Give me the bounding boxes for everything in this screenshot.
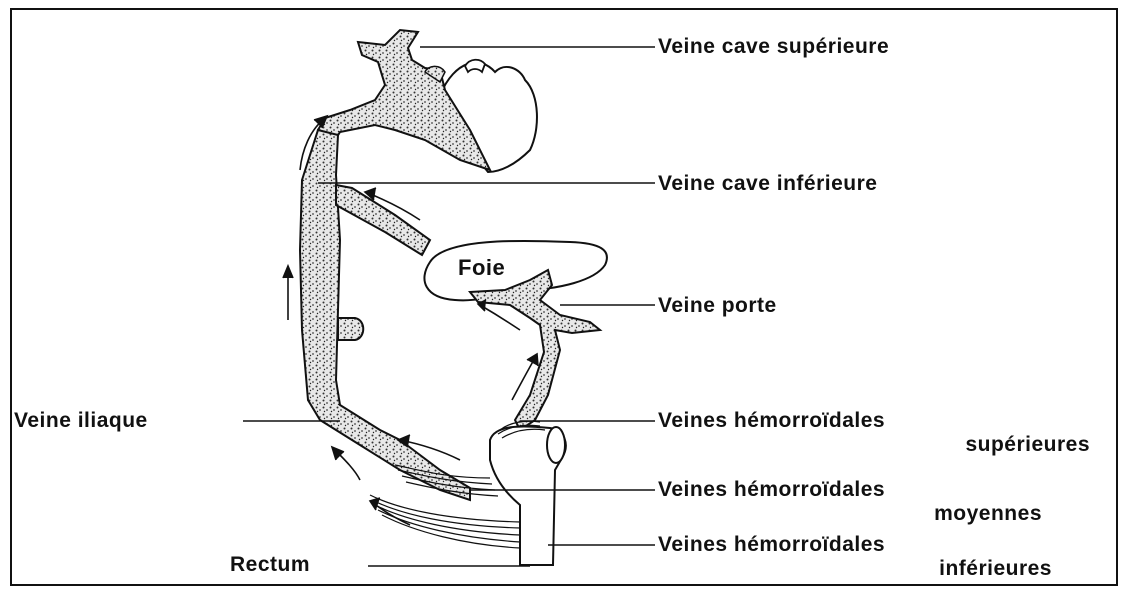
portal-vein-shape xyxy=(470,270,600,430)
middle-hemorrhoidal-veins-label-line1: Veines hémorroïdales xyxy=(658,478,885,502)
portal-vein-label: Veine porte xyxy=(658,294,777,318)
liver-label: Foie xyxy=(458,256,505,280)
inferior-vena-cava-shape xyxy=(300,130,470,500)
superior-vena-cava-label: Veine cave supérieure xyxy=(658,35,889,59)
rectum-opening xyxy=(547,427,565,463)
inferior-vena-cava-label: Veine cave inférieure xyxy=(658,172,877,196)
hepatic-vein-shape xyxy=(336,185,430,255)
inferior-hemorrhoidal-veins-label-line2: inférieures xyxy=(858,557,1052,581)
iliac-vein-label: Veine iliaque xyxy=(14,409,148,433)
rectum-label: Rectum xyxy=(230,553,310,577)
renal-vein-stub xyxy=(338,318,363,340)
superior-hemorrhoidal-veins-label-line1: Veines hémorroïdales xyxy=(658,409,885,433)
middle-hemorrhoidal-veins-label-line2: moyennes xyxy=(858,502,1042,526)
superior-hemorrhoidal-veins-label-line2: supérieures xyxy=(858,433,1090,457)
inferior-hemorrhoidal-veins-label-line1: Veines hémorroïdales xyxy=(658,533,885,557)
